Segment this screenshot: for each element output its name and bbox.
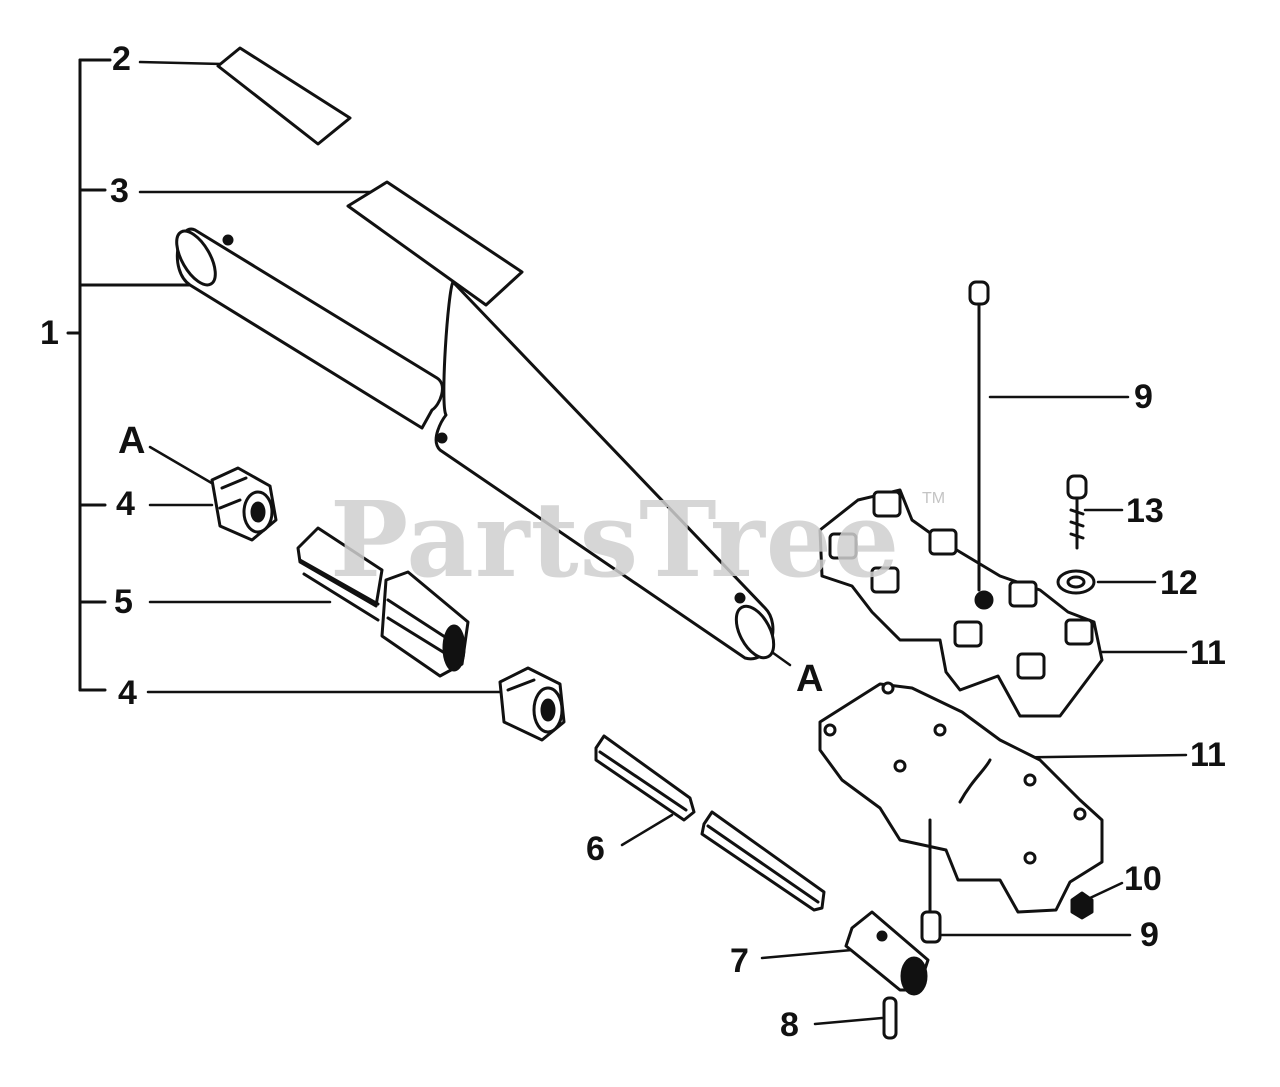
- decal-item-3: [346, 180, 524, 307]
- callout-4-lower: 4: [118, 674, 137, 712]
- driveshaft-item-6: [594, 734, 826, 912]
- decal-item-2: [216, 46, 352, 146]
- washer-item-12: [1056, 569, 1096, 595]
- bushing-item-4-lower: [498, 666, 566, 742]
- callout-11-lower: 11: [1190, 736, 1226, 774]
- bushing-item-4-upper: [210, 466, 278, 542]
- callout-12: 12: [1160, 564, 1198, 602]
- callout-1: 1: [40, 314, 59, 352]
- callout-8: 8: [780, 1006, 799, 1044]
- callout-3: 3: [110, 172, 129, 210]
- clamp-item-11-lower: [818, 681, 1104, 914]
- callout-a-left: A: [118, 420, 146, 462]
- spline-item-5: [296, 526, 470, 678]
- callout-10: 10: [1124, 860, 1162, 898]
- clamp-item-11-upper: [818, 488, 1104, 718]
- callout-7: 7: [730, 942, 749, 980]
- watermark: PartsTree: [330, 478, 901, 601]
- callout-5: 5: [114, 583, 133, 621]
- callout-9-upper: 9: [1134, 378, 1153, 416]
- coupler-item-7: [844, 910, 930, 996]
- leader-lines: [138, 60, 1188, 1026]
- callout-a-right: A: [796, 658, 824, 700]
- trademark-symbol: TM: [922, 490, 946, 507]
- callout-11-upper: 11: [1190, 634, 1226, 672]
- callout-6: 6: [586, 830, 605, 868]
- callout-13: 13: [1126, 492, 1164, 530]
- callout-9-lower: 9: [1140, 916, 1159, 954]
- outer-tube: [175, 227, 776, 661]
- bracket-item-1: [66, 58, 197, 692]
- callout-2: 2: [112, 40, 131, 78]
- screw-item-9-lower: [920, 818, 942, 944]
- nut-item-10: [1070, 891, 1094, 920]
- callout-4-upper: 4: [116, 485, 135, 523]
- screw-item-9-upper: [968, 280, 990, 592]
- screw-item-13: [1066, 474, 1088, 550]
- pin-item-8: [882, 996, 898, 1040]
